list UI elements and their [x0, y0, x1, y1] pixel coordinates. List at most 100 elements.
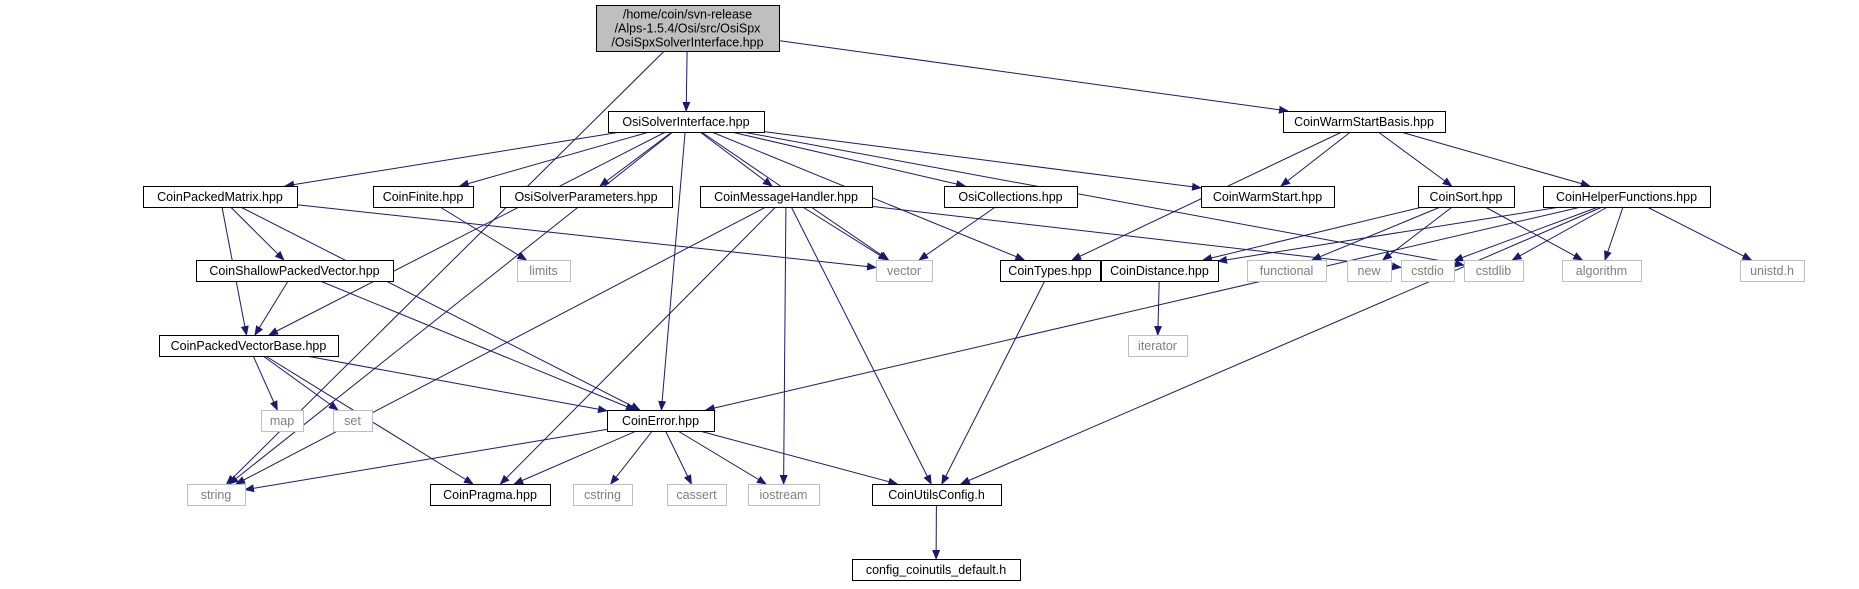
node-coinutilsconfig-label: CoinUtilsConfig.h — [888, 488, 985, 502]
node-coinmessagehandler[interactable]: CoinMessageHandler.hpp — [700, 186, 873, 208]
node-limits: limits — [517, 260, 571, 282]
node-functional-label: functional — [1260, 264, 1314, 278]
edge-coinwarmstartbasis-to-coinsort — [1378, 131, 1453, 187]
node-coinfinite-box — [373, 186, 474, 208]
node-coinshallowpackedvector-box — [196, 260, 394, 282]
edge-coinhelperfunctions-to-cstdio — [1453, 206, 1599, 262]
edge-coinerror-to-coinpragma — [513, 430, 637, 485]
node-root: /home/coin/svn-release/Alps-1.5.4/Osi/sr… — [596, 5, 780, 52]
node-unistd-label: unistd.h — [1750, 264, 1794, 278]
node-coinpackedvectorbase-label: CoinPackedVectorBase.hpp — [171, 339, 327, 353]
edge-osisolverinterface-to-coinfinite — [458, 131, 650, 188]
node-algorithm-box — [1562, 260, 1642, 282]
node-coinpragma-box — [430, 484, 551, 506]
node-coinfinite[interactable]: CoinFinite.hpp — [373, 186, 474, 208]
node-osicollections[interactable]: OsiCollections.hpp — [944, 186, 1078, 208]
edge-osisolverinterface-to-coinerror — [658, 131, 686, 411]
edge-osisolverinterface-to-coinpackedvectorbase — [268, 131, 666, 336]
node-limits-label: limits — [529, 264, 557, 278]
node-coinsort-label: CoinSort.hpp — [1430, 190, 1503, 204]
node-map: map — [261, 410, 304, 432]
edge-osisolverinterface-to-osicollections — [731, 131, 967, 188]
node-cstring: cstring — [573, 484, 633, 506]
node-coinhelperfunctions-box — [1543, 186, 1711, 208]
edge-coinpackedvectorbase-to-set — [262, 355, 339, 411]
node-set-label: set — [344, 414, 361, 428]
node-coinhelperfunctions-label: CoinHelperFunctions.hpp — [1556, 190, 1697, 204]
node-osisolverinterface-box — [608, 111, 765, 133]
node-cstdlib-box — [1464, 260, 1524, 282]
node-coinwarmstartbasis-box — [1283, 111, 1446, 133]
edge-coinmessagehandler-to-iostream — [779, 206, 788, 485]
edge-coinsort-to-functional — [1311, 206, 1441, 261]
node-osicollections-label: OsiCollections.hpp — [958, 190, 1062, 204]
node-config_coinutils_default-label: config_coinutils_default.h — [866, 563, 1006, 577]
node-coinpragma-label: CoinPragma.hpp — [443, 488, 537, 502]
edge-coinmessagehandler-to-coinutilsconfig — [790, 206, 932, 485]
edge-coinwarmstartbasis-to-coinwarmstart — [1280, 131, 1351, 187]
edge-coinhelperfunctions-to-coinutilsconfig — [959, 206, 1603, 485]
node-coinpackedmatrix-box — [143, 186, 298, 208]
node-osisolverinterface[interactable]: OsiSolverInterface.hpp — [608, 111, 765, 133]
node-new-box — [1347, 260, 1392, 282]
node-root-label: /Alps-1.5.4/Osi/src/OsiSpx — [615, 22, 762, 36]
node-cointypes-label: CoinTypes.hpp — [1008, 264, 1091, 278]
node-config_coinutils_default[interactable]: config_coinutils_default.h — [852, 559, 1021, 581]
node-coinwarmstartbasis-label: CoinWarmStartBasis.hpp — [1294, 115, 1434, 129]
edge-coinerror-to-coinutilsconfig — [699, 430, 899, 486]
node-string-box — [187, 484, 246, 506]
edge-osisolverinterface-to-coinmessagehandler — [699, 131, 773, 187]
node-new-label: new — [1358, 264, 1382, 278]
node-iterator-box — [1128, 335, 1188, 357]
node-cstdio-label: cstdio — [1411, 264, 1444, 278]
node-coinerror-label: CoinError.hpp — [622, 414, 699, 428]
node-cassert: cassert — [667, 484, 727, 506]
node-osisolverparameters[interactable]: OsiSolverParameters.hpp — [500, 186, 673, 208]
node-cointypes-box — [1000, 260, 1101, 282]
node-root-box — [596, 5, 780, 52]
node-cassert-box — [667, 484, 727, 506]
node-coinpackedvectorbase[interactable]: CoinPackedVectorBase.hpp — [159, 335, 339, 357]
node-cstdio-box — [1401, 260, 1455, 282]
edge-root-to-osisolverinterface — [682, 50, 691, 112]
edge-coinfinite-to-limits — [439, 206, 528, 261]
node-coinhelperfunctions[interactable]: CoinHelperFunctions.hpp — [1543, 186, 1711, 208]
node-root-label: /home/coin/svn-release — [623, 8, 752, 22]
node-coinpragma[interactable]: CoinPragma.hpp — [430, 484, 551, 506]
node-coinmessagehandler-box — [700, 186, 873, 208]
node-coinshallowpackedvector[interactable]: CoinShallowPackedVector.hpp — [196, 260, 394, 282]
node-coinwarmstart[interactable]: CoinWarmStart.hpp — [1201, 186, 1335, 208]
node-cstdlib-label: cstdlib — [1476, 264, 1511, 278]
node-osicollections-box — [944, 186, 1078, 208]
node-unistd-box — [1740, 260, 1805, 282]
node-root-label: /OsiSpxSolverInterface.hpp — [611, 36, 763, 50]
edge-osisolverinterface-to-coinpackedmatrix — [284, 131, 621, 189]
node-iterator: iterator — [1128, 335, 1188, 357]
node-iostream-label: iostream — [760, 488, 808, 502]
node-coindistance[interactable]: CoinDistance.hpp — [1101, 260, 1219, 282]
node-string-label: string — [201, 488, 232, 502]
node-coinsort[interactable]: CoinSort.hpp — [1418, 186, 1515, 208]
node-coinerror[interactable]: CoinError.hpp — [607, 410, 715, 432]
node-osisolverparameters-box — [500, 186, 673, 208]
edge-coinsort-to-coindistance — [1202, 206, 1423, 262]
node-set-box — [333, 410, 373, 432]
edge-coinerror-to-iostream — [677, 430, 767, 485]
node-coinmessagehandler-label: CoinMessageHandler.hpp — [714, 190, 858, 204]
node-coinwarmstartbasis[interactable]: CoinWarmStartBasis.hpp — [1283, 111, 1446, 133]
node-algorithm: algorithm — [1562, 260, 1642, 282]
node-string: string — [187, 484, 246, 506]
node-cointypes[interactable]: CoinTypes.hpp — [1000, 260, 1101, 282]
node-cstring-box — [573, 484, 633, 506]
node-coinsort-box — [1418, 186, 1515, 208]
edge-coinhelperfunctions-to-algorithm — [1604, 206, 1624, 261]
node-coinwarmstart-box — [1201, 186, 1335, 208]
node-limits-box — [517, 260, 571, 282]
node-coinpackedmatrix[interactable]: CoinPackedMatrix.hpp — [143, 186, 298, 208]
node-coinutilsconfig[interactable]: CoinUtilsConfig.h — [872, 484, 1002, 506]
node-coinerror-box — [607, 410, 715, 432]
node-functional-box — [1247, 260, 1327, 282]
node-osisolverinterface-label: OsiSolverInterface.hpp — [622, 115, 749, 129]
edge-coinerror-to-cstring — [610, 430, 653, 485]
